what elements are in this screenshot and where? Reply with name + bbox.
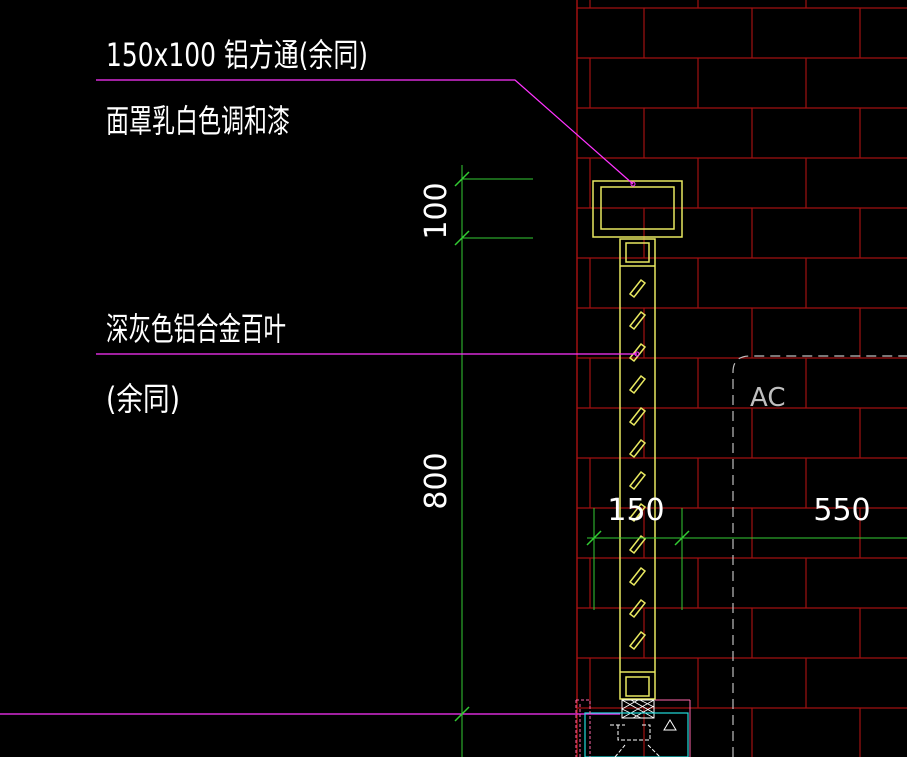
parapet-edge-dashed bbox=[575, 699, 591, 757]
louver-blade bbox=[628, 534, 647, 555]
dim-tick-top bbox=[454, 171, 470, 187]
aluminum-square-tube-outer bbox=[592, 180, 683, 238]
parapet-section bbox=[584, 712, 689, 757]
louver-column-frame bbox=[619, 238, 656, 700]
louver-blade bbox=[628, 502, 647, 523]
leader-point-louver bbox=[634, 351, 640, 357]
grid-label-ac: AC bbox=[750, 383, 785, 413]
louver-blade bbox=[628, 566, 647, 587]
concrete-triangle-mark bbox=[663, 719, 677, 731]
dim-tick-right bbox=[674, 530, 690, 546]
brick-wall-hatch bbox=[577, 0, 907, 757]
dimension-150: 150 bbox=[607, 493, 664, 528]
louver-blade bbox=[628, 630, 647, 651]
dim-tick-left bbox=[586, 530, 602, 546]
dim-tick-bottom bbox=[454, 706, 470, 722]
base-bracket-detail bbox=[610, 724, 661, 757]
louver-blade bbox=[628, 438, 647, 459]
annotation-square-tube-finish: 面罩乳白色调和漆 bbox=[106, 102, 290, 140]
dimension-550: 550 bbox=[813, 493, 870, 528]
louver-top-cap bbox=[625, 242, 650, 263]
louver-blade bbox=[628, 406, 647, 427]
annotation-louver-note: (余同) bbox=[106, 380, 180, 418]
louver-blade bbox=[628, 470, 647, 491]
dim-tick-middle bbox=[454, 230, 470, 246]
louver-bottom-cap bbox=[625, 676, 650, 697]
louver-blade bbox=[628, 310, 647, 331]
annotation-louver-spec: 深灰色铝合金百叶 bbox=[106, 310, 286, 348]
louver-blade bbox=[628, 278, 647, 299]
leader-line-square-tube bbox=[96, 79, 634, 185]
louver-blade bbox=[628, 342, 647, 363]
dimension-100: 100 bbox=[419, 182, 454, 239]
base-crosshatch-lines bbox=[621, 699, 655, 719]
aluminum-square-tube-inner bbox=[600, 186, 675, 230]
louver-blade-group bbox=[628, 278, 647, 651]
annotation-square-tube-spec: 150x100 铝方通(余同) bbox=[106, 36, 368, 74]
grid-line-ac bbox=[732, 355, 907, 757]
dimension-800: 800 bbox=[419, 452, 454, 509]
louver-blade bbox=[628, 598, 647, 619]
louver-blade bbox=[628, 374, 647, 395]
leader-point-square-tube bbox=[630, 181, 636, 187]
